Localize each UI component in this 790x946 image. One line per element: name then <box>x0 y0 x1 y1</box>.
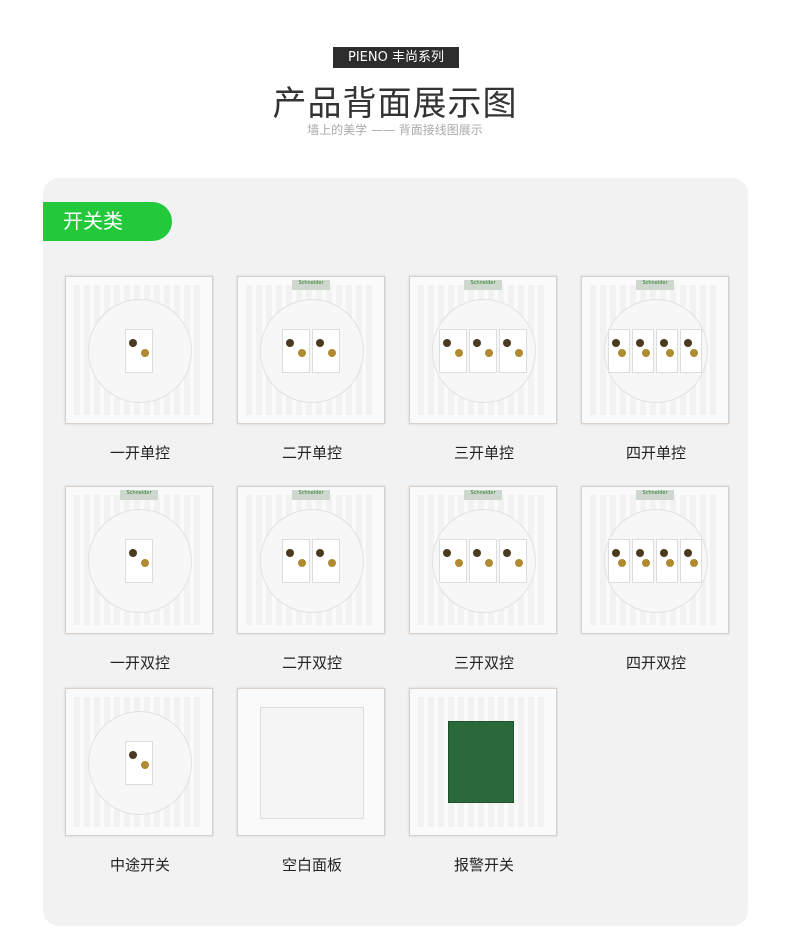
product-item: Schneider 四开双控 <box>581 486 731 673</box>
product-back-image: Schneider <box>409 276 557 424</box>
product-label: 二开单控 <box>281 444 342 462</box>
product-label: 四开单控 <box>625 444 686 462</box>
page-subtitle: 墙上的美学 —— 背面接线图展示 <box>307 123 483 137</box>
product-back-image: Schneider <box>409 486 557 634</box>
product-label: 报警开关 <box>453 856 514 874</box>
product-item: 中途开关 <box>65 688 215 875</box>
product-label: 中途开关 <box>109 856 170 874</box>
product-back-image <box>65 276 213 424</box>
product-label: 一开单控 <box>109 444 170 462</box>
product-back-image: Schneider <box>65 486 213 634</box>
product-back-image: Schneider <box>581 276 729 424</box>
product-item: Schneider 三开单控 <box>409 276 559 463</box>
product-item: Schneider 二开单控 <box>237 276 387 463</box>
page-title: 产品背面展示图 <box>272 84 518 124</box>
product-label: 空白面板 <box>281 856 342 874</box>
product-item: 报警开关 <box>409 688 559 875</box>
product-back-image: Schneider <box>237 276 385 424</box>
product-back-image: Schneider <box>237 486 385 634</box>
product-label: 三开单控 <box>453 444 514 462</box>
category-tab: 开关类 <box>43 202 172 241</box>
series-badge: PIENO 丰尚系列 <box>333 47 459 68</box>
product-back-image <box>65 688 213 836</box>
product-back-image <box>237 688 385 836</box>
product-label: 三开双控 <box>453 654 514 672</box>
product-item: 空白面板 <box>237 688 387 875</box>
product-item: Schneider 四开单控 <box>581 276 731 463</box>
product-item: Schneider 二开双控 <box>237 486 387 673</box>
product-label: 一开双控 <box>109 654 170 672</box>
product-item: Schneider 三开双控 <box>409 486 559 673</box>
product-label: 二开双控 <box>281 654 342 672</box>
product-label: 四开双控 <box>625 654 686 672</box>
product-back-image: Schneider <box>581 486 729 634</box>
product-item: Schneider 一开双控 <box>65 486 215 673</box>
product-item: 一开单控 <box>65 276 215 463</box>
product-back-image <box>409 688 557 836</box>
